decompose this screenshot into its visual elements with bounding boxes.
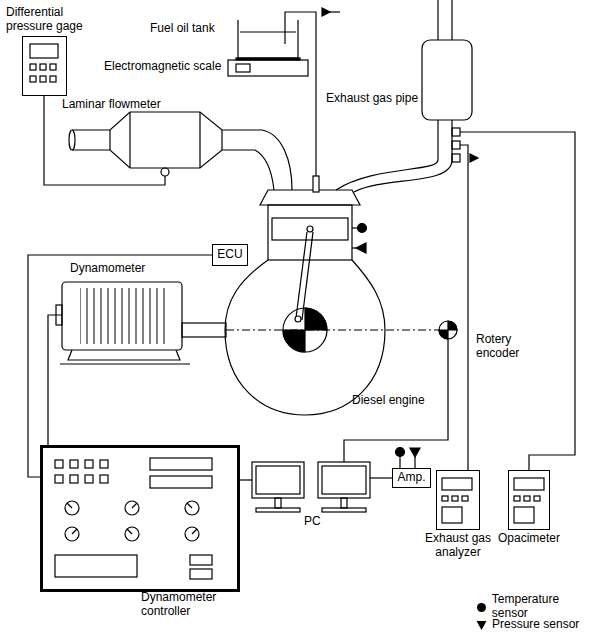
controller-pc-cable — [240, 479, 252, 480]
legend-label: Temperature sensor — [492, 593, 597, 621]
node-label: Amp. — [397, 471, 425, 485]
legend-symbol — [476, 602, 487, 613]
encoder-cable — [344, 339, 448, 462]
legend: Temperature sensorPressure sensor — [476, 598, 597, 634]
node-label: Differential pressure gage — [6, 6, 102, 34]
legend-item: Pressure sensor — [476, 616, 597, 634]
rotary-encoder — [439, 321, 457, 339]
part-label: Dynamometer — [70, 262, 145, 276]
part-label: Laminar flowmeter — [62, 98, 161, 112]
amp-pc-cable — [370, 477, 392, 478]
fuel-tank — [238, 8, 340, 178]
analyzer-box: Exhaust gas analyzer — [436, 470, 480, 530]
part-label: Rotery encoder — [476, 333, 546, 361]
instrument-panels — [442, 478, 544, 523]
part-label: PC — [304, 515, 321, 529]
temperature-sensor — [358, 224, 367, 233]
pressure-sensor — [356, 243, 366, 253]
ecu-box: ECU — [212, 244, 248, 266]
controller-panel — [55, 458, 212, 579]
gage-tube — [44, 96, 165, 185]
diesel-engine — [225, 176, 385, 415]
laminar-flowmeter — [69, 112, 292, 190]
legend-label: Pressure sensor — [492, 618, 579, 632]
part-label: Diesel engine — [352, 394, 425, 408]
pressure-sensor — [410, 448, 420, 457]
part-label: Exhaust gas pipe — [326, 92, 418, 106]
amp-box: Amp. — [392, 468, 431, 488]
electromagnetic-scale — [228, 58, 308, 76]
node-label: ECU — [217, 248, 242, 262]
part-label: Fuel oil tank — [150, 22, 215, 36]
part-label: Electromagnetic scale — [104, 60, 221, 74]
dynamometer-cable — [48, 315, 62, 445]
analyzer-line — [460, 145, 468, 470]
dynamometer — [56, 282, 440, 364]
opacimeter-box: Opacimeter — [508, 470, 550, 530]
signal-wire — [28, 255, 212, 477]
gage-panel — [30, 44, 58, 82]
node-label: Exhaust gas analyzer — [416, 532, 500, 560]
node-label: Dynamometer controller — [141, 591, 241, 619]
legend-item: Temperature sensor — [476, 598, 597, 616]
legend-symbol — [476, 620, 487, 631]
pressure-gage: Differential pressure gage — [22, 36, 67, 96]
node-label: Opacimeter — [491, 532, 567, 546]
controller-box: Dynamometer controller — [40, 445, 240, 592]
pc-monitors — [252, 462, 370, 512]
opacimeter-line — [460, 132, 575, 470]
temperature-sensor — [396, 448, 405, 457]
